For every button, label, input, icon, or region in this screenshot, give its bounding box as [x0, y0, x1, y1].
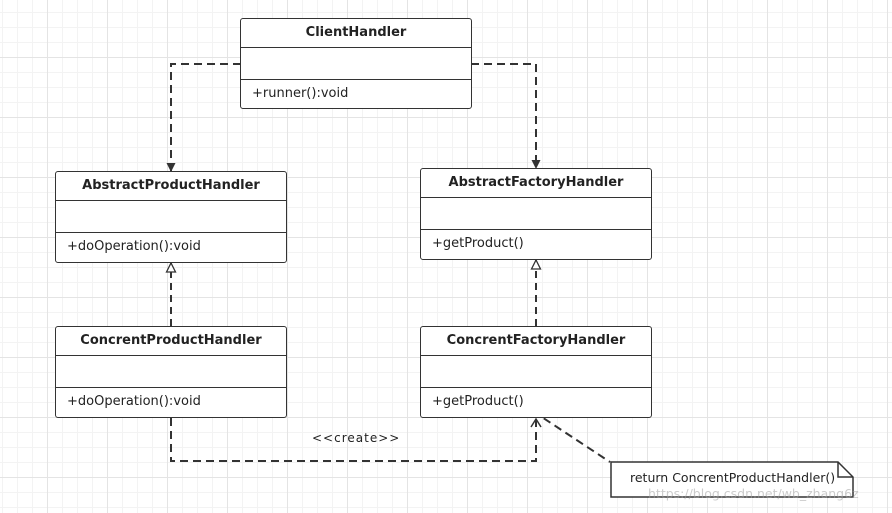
class-name: AbstractFactoryHandler — [421, 169, 651, 198]
class-name: ConcrentProductHandler — [56, 327, 286, 356]
operation-label: +doOperation():void — [67, 239, 201, 254]
dependency-client-to-abstract-product — [166, 63, 241, 172]
note-shape — [610, 461, 854, 498]
operation-label: +doOperation():void — [67, 394, 201, 409]
attributes-compartment — [421, 198, 651, 230]
create-dependency-line — [170, 417, 542, 462]
dependency-client-to-abstract-factory — [471, 63, 541, 169]
class-abstract-factory-handler[interactable]: AbstractFactoryHandler +getProduct() — [420, 168, 652, 260]
attributes-compartment — [421, 356, 651, 388]
class-client-handler[interactable]: ClientHandler +runner():void — [240, 18, 472, 109]
operation-label: +getProduct() — [432, 236, 524, 251]
class-concrete-product-handler[interactable]: ConcrentProductHandler +doOperation():vo… — [55, 326, 287, 418]
class-name: ConcrentFactoryHandler — [421, 327, 651, 356]
attributes-compartment — [56, 356, 286, 388]
watermark: https://blog.csdn.net/wb_zhang6z — [648, 486, 859, 501]
class-concrete-factory-handler[interactable]: ConcrentFactoryHandler +getProduct() — [420, 326, 652, 418]
create-stereotype-label: <<create>> — [312, 431, 401, 445]
class-name: AbstractProductHandler — [56, 172, 286, 201]
class-abstract-product-handler[interactable]: AbstractProductHandler +doOperation():vo… — [55, 171, 287, 263]
attributes-compartment — [241, 48, 471, 80]
operation-label: +getProduct() — [432, 394, 524, 409]
class-name: ClientHandler — [241, 19, 471, 48]
note-text: return ConcrentProductHandler() — [630, 470, 836, 485]
operation-label: +runner():void — [252, 86, 349, 101]
attributes-compartment — [56, 201, 286, 233]
